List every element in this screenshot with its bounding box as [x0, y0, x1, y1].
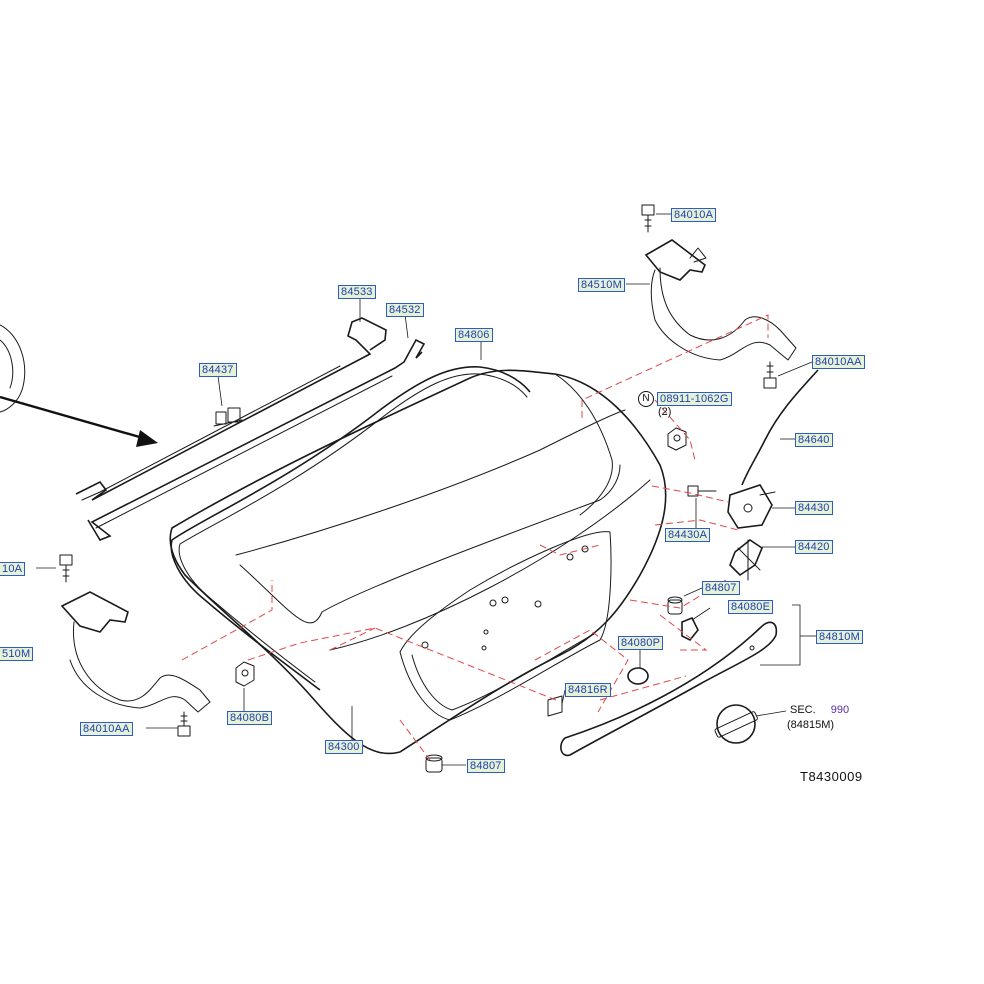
callout-84437[interactable]: 84437 — [199, 363, 237, 377]
torsion-bar-84532 — [87, 338, 426, 541]
pad-84816R — [547, 695, 563, 717]
finisher-84810M — [560, 621, 778, 757]
callout-08911-1062G[interactable]: 08911-1062G — [657, 392, 732, 406]
lock-84430 — [727, 484, 776, 529]
callout-84810M[interactable]: 84810M — [816, 630, 863, 644]
callout-84010AA-right[interactable]: 84010AA — [812, 355, 865, 369]
nut-qty: (2) — [658, 406, 672, 418]
callout-84080B[interactable]: 84080B — [227, 711, 273, 725]
callout-84010AA-left[interactable]: 84010AA — [80, 722, 133, 736]
bolt-84010AA-right — [763, 361, 777, 389]
callout-84816R[interactable]: 84816R — [565, 683, 611, 697]
callout-84420[interactable]: 84420 — [795, 540, 833, 554]
callout-84807-right[interactable]: 84807 — [702, 581, 740, 595]
weatherstrip-84806 — [170, 366, 531, 691]
direction-arrow — [0, 395, 151, 442]
callout-84430A[interactable]: 84430A — [665, 528, 711, 542]
callout-84510M-right[interactable]: 84510M — [578, 278, 625, 292]
section-ref: SEC. 990 — [790, 704, 849, 716]
callout-84640[interactable]: 84640 — [795, 433, 833, 447]
bolt-84010AA-left — [177, 711, 191, 737]
nut-badge: N — [638, 391, 654, 407]
torsion-bar-84533 — [75, 317, 387, 501]
callout-84532[interactable]: 84532 — [386, 303, 424, 317]
plug-84080P — [627, 667, 649, 685]
callout-84510M-left[interactable]: 510M — [0, 647, 34, 661]
drawing-code: T8430009 — [800, 769, 863, 784]
callout-84533[interactable]: 84533 — [338, 285, 376, 299]
striker-84420 — [729, 539, 763, 581]
hinge-84510M-left — [60, 591, 211, 713]
bolt-84010A-right — [641, 204, 655, 233]
wheel-inner — [0, 339, 14, 389]
callout-84807-bottom[interactable]: 84807 — [467, 759, 505, 773]
nut-08911-1062G — [667, 427, 687, 451]
bumper-84807-right — [667, 596, 683, 615]
direction-arrow-head — [136, 430, 158, 447]
wheel-outline — [0, 324, 26, 413]
bolt-84010A-left — [59, 554, 73, 583]
emblem-sec-990 — [714, 704, 758, 744]
callout-84080E[interactable]: 84080E — [728, 600, 774, 614]
cable-84640 — [741, 369, 819, 486]
callout-84806[interactable]: 84806 — [455, 328, 493, 342]
section-number-link[interactable]: 990 — [830, 704, 850, 716]
callout-84300[interactable]: 84300 — [325, 740, 363, 754]
section-prefix: SEC. — [790, 704, 816, 716]
grommet-84080B — [235, 661, 255, 687]
bolt-84430A — [687, 485, 717, 497]
clip-84437 — [213, 407, 243, 427]
hinge-84510M-right — [644, 239, 797, 361]
leader-lines — [36, 213, 816, 766]
weatherstrip-inner — [178, 373, 528, 683]
trunk-lid-84300 — [169, 369, 667, 755]
callout-84010A-top[interactable]: 84010A — [671, 208, 717, 222]
assembly-guide-lines — [181, 314, 769, 761]
callout-84080P[interactable]: 84080P — [618, 636, 664, 650]
callout-84430[interactable]: 84430 — [795, 501, 833, 515]
callout-84010A-left[interactable]: 10A — [0, 562, 26, 576]
section-sub: (84815M) — [787, 719, 835, 731]
clip-84080E — [681, 616, 699, 642]
